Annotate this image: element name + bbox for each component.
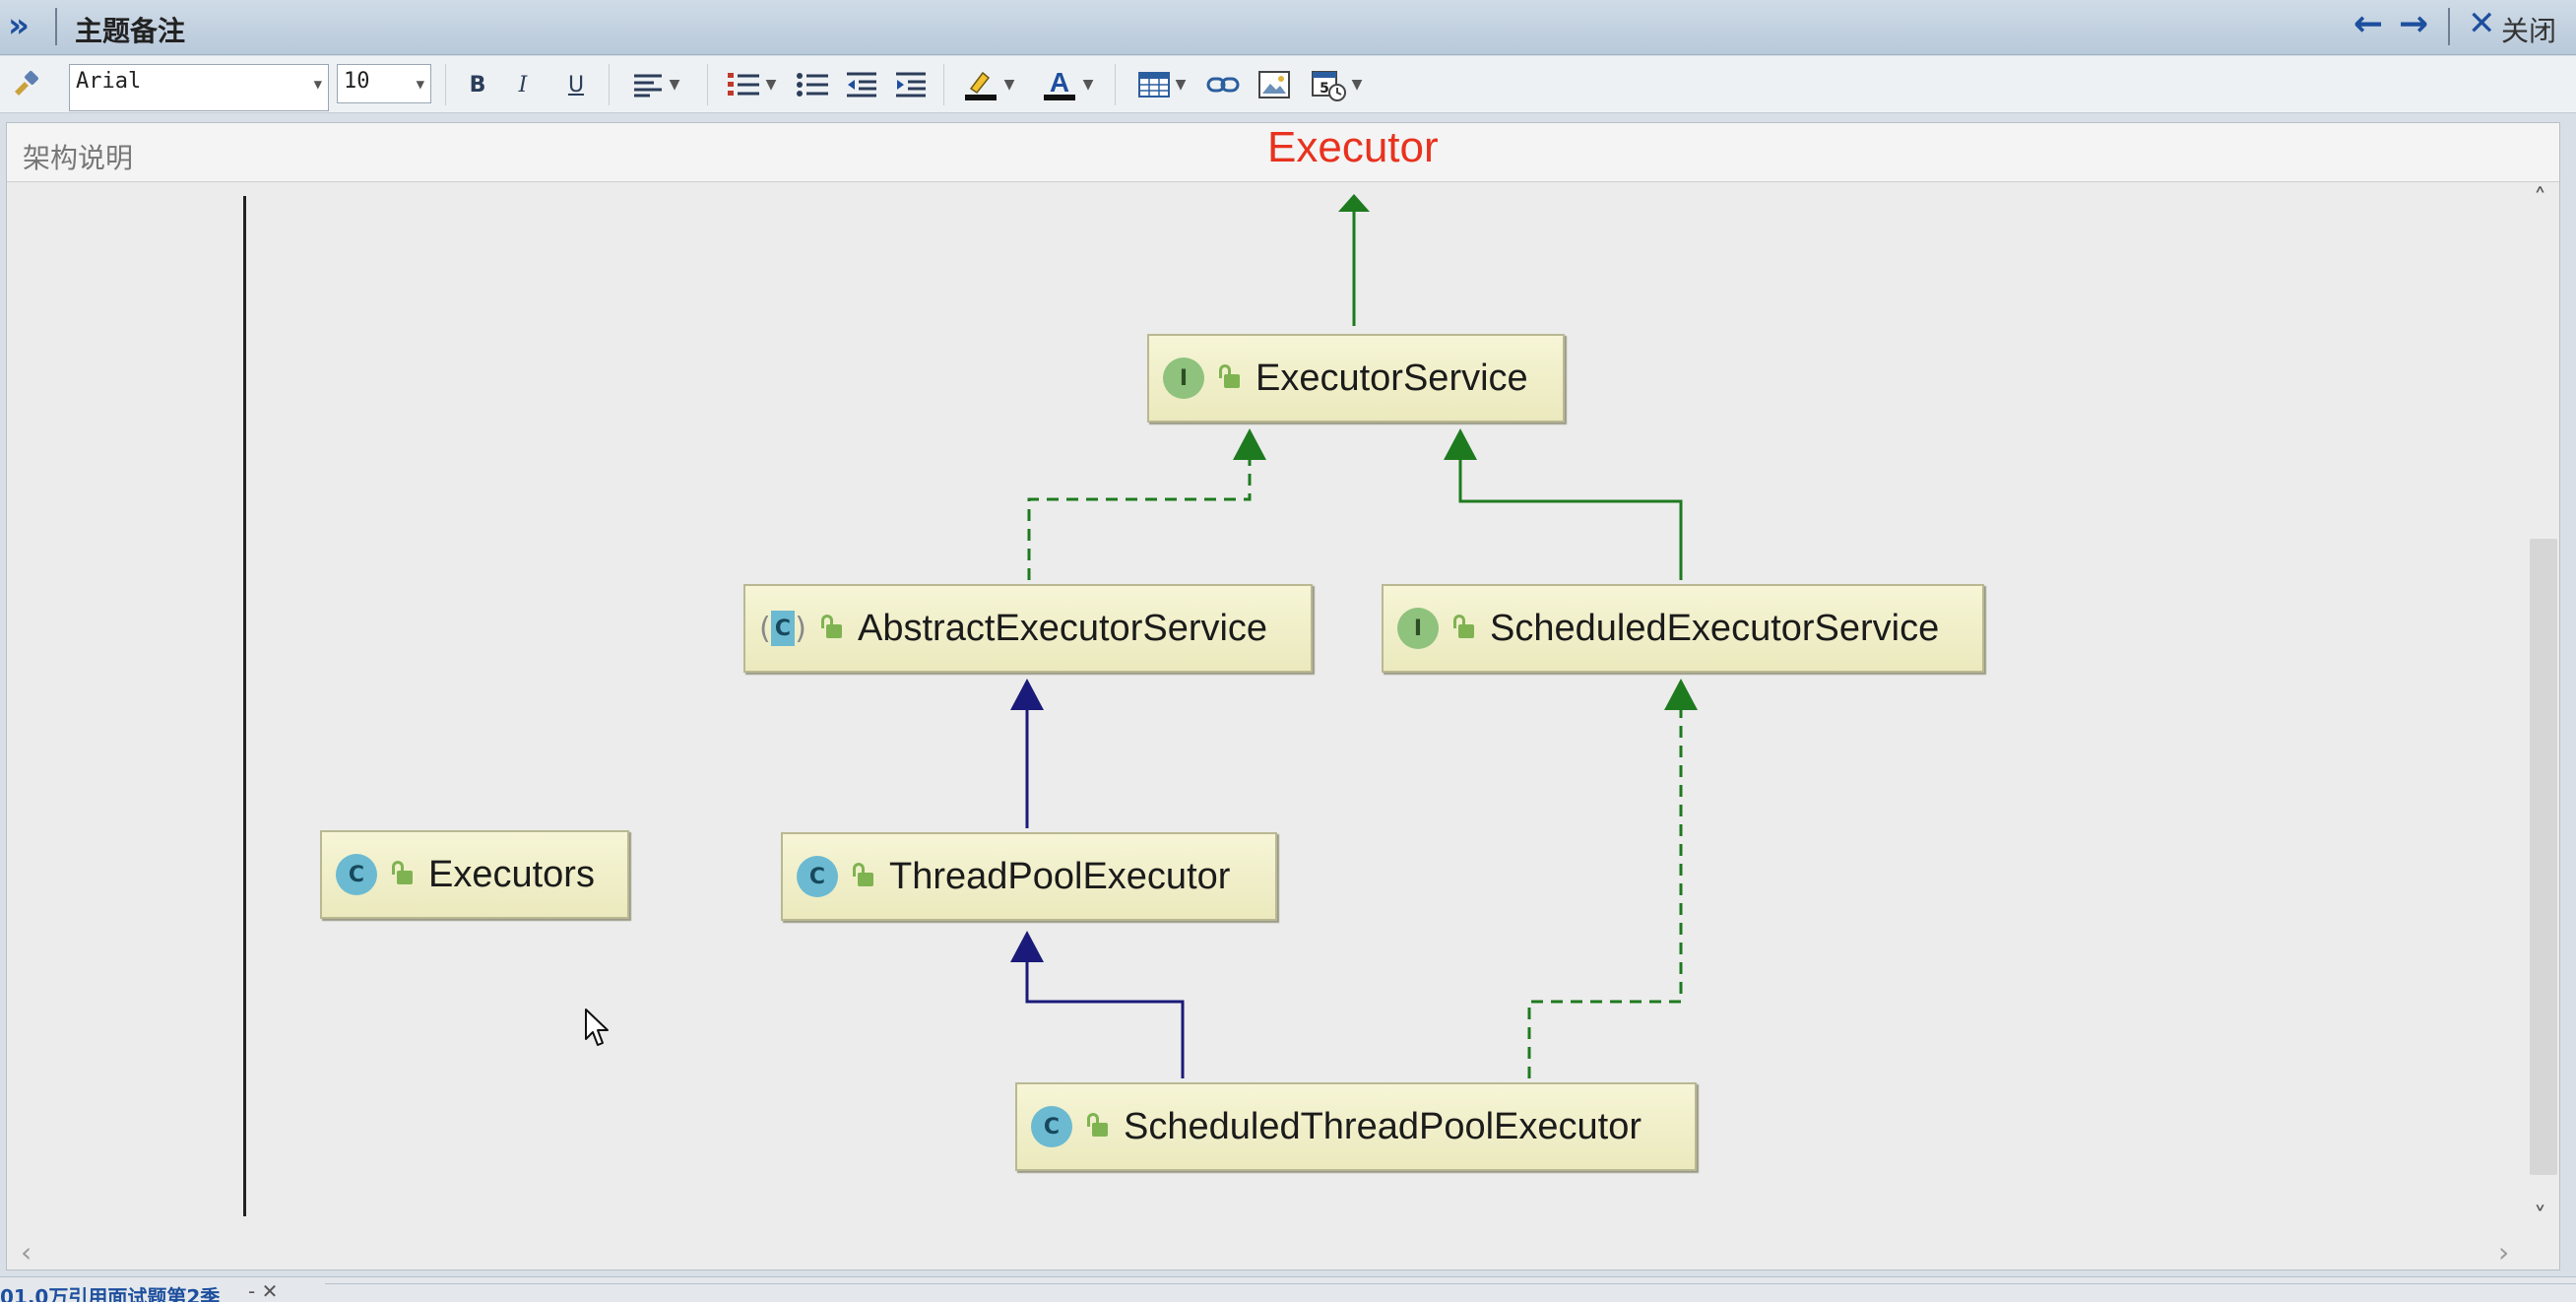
svg-text:5: 5 [1320, 81, 1329, 97]
divider [609, 64, 610, 105]
panel-title: 主题备注 [75, 15, 186, 47]
indent-button[interactable] [892, 66, 930, 103]
uml-edges [1010, 194, 1698, 1078]
chevron-down-icon: ▼ [416, 77, 424, 93]
uml-node-executors[interactable]: C Executors [320, 830, 629, 919]
highlight-color-button[interactable]: ▼ [957, 66, 1020, 103]
font-size-select[interactable]: 10▼ [337, 64, 431, 103]
close-button[interactable]: 关闭 [2501, 15, 2557, 47]
format-toolbar: Arial▼ 10▼ B I U ▼ ▼ ▼ A▼ ▼ 5▼ [0, 56, 2576, 113]
edge-scheduledpool-to-threadpool [1010, 931, 1185, 1078]
align-left-button[interactable]: ▼ [626, 66, 685, 103]
close-icon[interactable]: - ✕ [248, 1279, 279, 1302]
underline-button[interactable]: U [567, 72, 585, 98]
unlock-icon [852, 863, 873, 886]
divider [2448, 8, 2450, 45]
outdent-button[interactable] [843, 66, 880, 103]
arrow-left-icon[interactable]: ← [2353, 4, 2384, 44]
edge-executorservice-to-executor [1338, 194, 1370, 326]
unlock-icon [1452, 615, 1474, 638]
divider [943, 64, 944, 105]
chevron-down-icon: ▼ [669, 77, 680, 93]
chevron-down-icon: ▼ [1175, 77, 1187, 93]
uml-node-scheduledthreadpoolexecutor[interactable]: C ScheduledThreadPoolExecutor [1015, 1082, 1697, 1171]
class-icon: C [1031, 1106, 1072, 1147]
insert-table-button[interactable]: ▼ [1132, 66, 1191, 103]
unlock-icon [820, 615, 842, 638]
text-caret [243, 196, 246, 1216]
edge-threadpool-to-abstract [1010, 679, 1044, 828]
interface-icon: I [1163, 358, 1204, 399]
note-header: 架构说明 [7, 123, 2559, 182]
scrollbar-thumb[interactable] [2530, 539, 2557, 1175]
document-tab[interactable]: 01.0万引用面试题第2季 [0, 1285, 221, 1302]
insert-date-button[interactable]: 5▼ [1306, 66, 1367, 103]
chevron-down-icon: ▼ [313, 77, 322, 93]
edge-scheduledservice-to-executorservice [1444, 428, 1683, 580]
chevron-up-icon[interactable]: ˄ [2534, 184, 2546, 214]
italic-button[interactable]: I [518, 72, 528, 98]
bullet-list-button[interactable] [794, 66, 831, 103]
format-painter-icon[interactable] [6, 66, 45, 103]
chevron-right-icon[interactable]: › [2498, 1236, 2510, 1269]
image-icon[interactable] [1255, 66, 1294, 103]
node-label: ThreadPoolExecutor [889, 855, 1231, 897]
abstract-class-icon: (C) [759, 611, 806, 646]
uml-node-threadpoolexecutor[interactable]: C ThreadPoolExecutor [781, 832, 1277, 921]
numbered-list-button[interactable]: ▼ [721, 66, 782, 103]
chevron-down-icon[interactable]: ˅ [2534, 1203, 2546, 1232]
uml-node-scheduledexecutorservice[interactable]: I ScheduledExecutorService [1382, 584, 1984, 673]
divider [445, 64, 446, 105]
unlock-icon [391, 861, 413, 884]
note-title: 架构说明 [23, 142, 134, 174]
close-icon[interactable]: ✕ [2468, 4, 2496, 43]
chevron-down-icon: ▼ [1082, 77, 1094, 93]
node-label: ScheduledExecutorService [1490, 607, 1940, 649]
divider [325, 1283, 2576, 1284]
uml-node-executorservice[interactable]: I ExecutorService [1147, 334, 1565, 423]
bold-button[interactable]: B [469, 72, 486, 98]
class-icon: C [797, 856, 838, 897]
unlock-icon [1218, 364, 1240, 388]
node-label: AbstractExecutorService [858, 607, 1268, 649]
font-family-select[interactable]: Arial▼ [69, 64, 329, 111]
arrow-right-icon[interactable]: → [2399, 4, 2429, 44]
class-icon: C [336, 854, 377, 895]
double-chevron-right-icon[interactable]: » [8, 6, 30, 45]
bottom-tab-strip: 01.0万引用面试题第2季 - ✕ [0, 1276, 2576, 1302]
divider [1115, 64, 1116, 105]
interface-icon: I [1397, 608, 1439, 649]
chevron-down-icon: ▼ [1003, 77, 1015, 93]
edge-scheduledpool-to-scheduledservice [1527, 679, 1698, 1078]
chevron-down-icon: ▼ [765, 77, 777, 93]
title-bar: » 主题备注 ← → ✕ 关闭 [0, 0, 2576, 55]
font-color-button[interactable]: A▼ [1036, 66, 1099, 103]
chevron-down-icon: ▼ [1351, 77, 1363, 93]
unlock-icon [1086, 1113, 1108, 1137]
note-editor[interactable]: 架构说明 Executor [6, 122, 2560, 1270]
uml-node-abstractexecutorservice[interactable]: (C) AbstractExecutorService [743, 584, 1313, 673]
node-label: ScheduledThreadPoolExecutor [1124, 1105, 1642, 1147]
divider [55, 8, 57, 45]
mouse-pointer-icon [585, 1009, 609, 1046]
chevron-left-icon[interactable]: ‹ [21, 1236, 32, 1269]
node-label: Executors [428, 853, 595, 895]
svg-text:A: A [1049, 68, 1068, 98]
diagram-top-label: Executor [1267, 123, 1439, 171]
divider [707, 64, 708, 105]
vertical-scrollbar[interactable]: ˄ ˅ [2526, 184, 2561, 1268]
node-label: ExecutorService [1256, 357, 1528, 399]
link-icon[interactable] [1203, 66, 1243, 103]
edge-abstract-to-executorservice [1027, 428, 1266, 580]
